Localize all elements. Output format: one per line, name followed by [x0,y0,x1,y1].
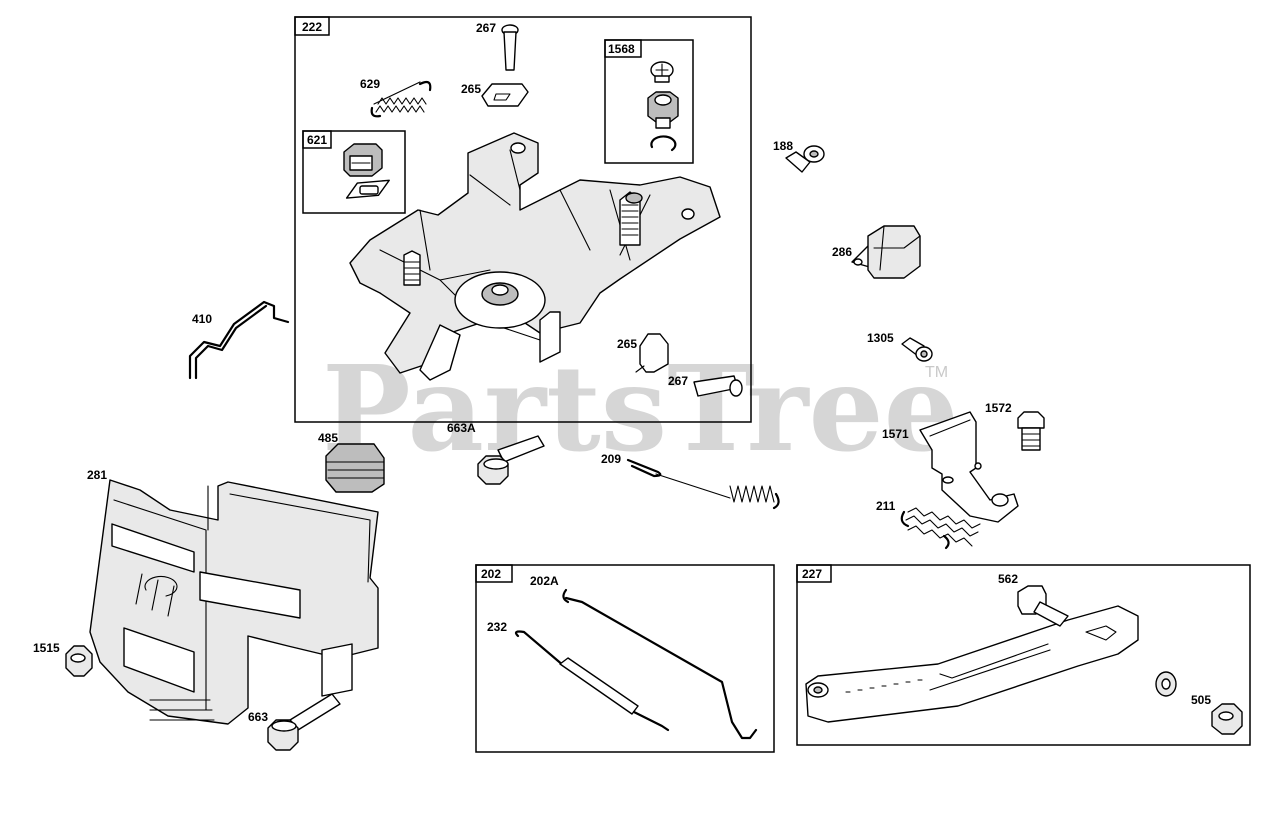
label-1572: 1572 [985,401,1012,415]
label-485: 485 [318,431,338,445]
label-267-bottom: 267 [668,374,688,388]
label-410: 410 [192,312,212,326]
label-267-top: 267 [476,21,496,35]
bolt-188-part[interactable] [785,145,825,173]
governor-bracket-part[interactable] [349,132,721,381]
group-621-label: 621 [307,133,327,147]
washer-part[interactable] [1155,671,1177,697]
label-265-top: 265 [461,82,481,96]
lever-227-part[interactable] [805,605,1139,723]
rod-202A-part[interactable] [562,588,758,740]
bolt-663-part[interactable] [267,693,341,751]
spring-629-part[interactable] [370,80,432,118]
pin-267-top-part[interactable] [501,24,519,71]
nut-505-part[interactable] [1211,703,1243,735]
spring-211-part[interactable] [900,507,981,550]
label-188: 188 [773,139,793,153]
label-209: 209 [601,452,621,466]
group-621-tag [302,130,332,149]
friction-block-part[interactable] [343,143,383,177]
label-629: 629 [360,77,380,91]
label-562: 562 [998,572,1018,586]
group-202-tag [475,564,513,583]
label-505: 505 [1191,693,1211,707]
pad-485-part[interactable] [325,443,385,493]
nut-1515-part[interactable] [65,645,93,677]
link-410-outline [194,304,268,380]
washer-plate-part[interactable] [345,179,390,199]
pin-562-part[interactable] [1017,585,1069,627]
group-1568-tag [604,39,642,58]
screw-part[interactable] [650,61,674,83]
label-265-bottom: 265 [617,337,637,351]
group-222-frame [294,16,752,423]
e-clip-part[interactable] [650,135,677,152]
pin-267-bottom-part[interactable] [693,375,743,397]
screw-1305-part[interactable] [901,337,933,362]
group-202-label: 202 [481,567,501,581]
bolt-1572-part[interactable] [1017,411,1045,451]
group-227-tag [796,564,832,583]
label-1571: 1571 [882,427,909,441]
label-211: 211 [876,499,896,513]
plate-1571-part[interactable] [919,411,1019,523]
swivel-nut-part[interactable] [647,91,679,129]
label-663A: 663A [447,421,476,435]
rod-232-part[interactable] [514,630,670,732]
label-286: 286 [832,245,852,259]
group-227[interactable]: 227 562 505 [796,564,1251,746]
label-232: 232 [487,620,507,634]
group-621-frame [302,130,406,214]
watermark-trademark: TM [925,364,948,381]
clip-265-top-part[interactable] [481,83,529,107]
spring-209-part[interactable] [626,458,780,510]
label-281: 281 [87,468,107,482]
label-202A: 202A [530,574,559,588]
label-1305: 1305 [867,331,894,345]
group-222-tag [294,16,330,36]
group-222[interactable]: 222 [294,16,752,423]
group-227-label: 227 [802,567,822,581]
group-202[interactable]: 202 202A 232 [475,564,775,753]
label-663: 663 [248,710,268,724]
block-286-part[interactable] [851,225,921,279]
cover-281-part[interactable] [89,479,379,725]
bolt-663A-part[interactable] [477,435,545,485]
group-222-label: 222 [302,20,322,34]
group-621[interactable]: 621 [302,130,406,214]
link-410-part[interactable] [188,300,290,380]
group-1568-frame [604,39,694,164]
group-202-frame [475,564,775,753]
group-1568-label: 1568 [608,42,635,56]
clip-265-bottom-part[interactable] [635,333,669,373]
label-1515: 1515 [33,641,60,655]
group-1568[interactable]: 1568 [604,39,694,164]
group-227-frame [796,564,1251,746]
